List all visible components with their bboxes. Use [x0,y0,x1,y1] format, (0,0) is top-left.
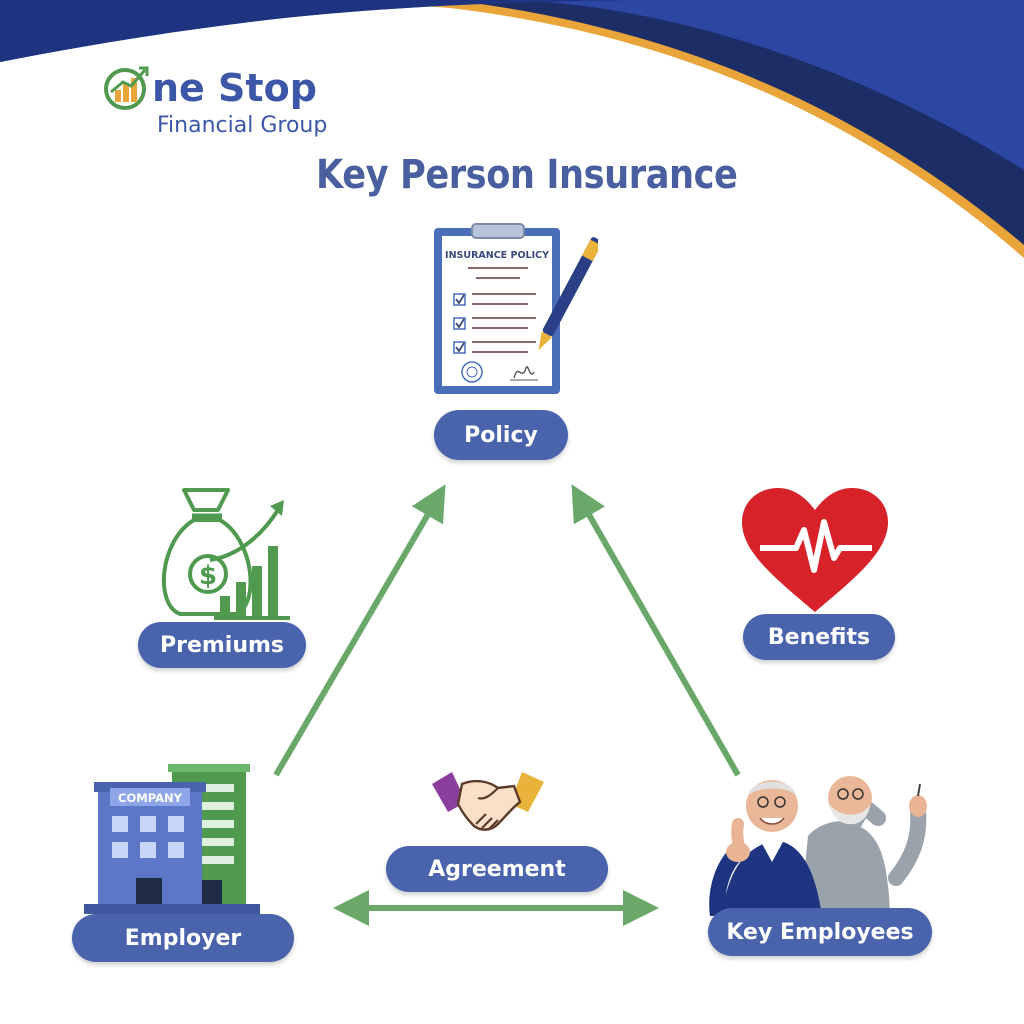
heart-pulse-icon [742,488,888,612]
key-employees-label: Key Employees [708,908,932,956]
policy-label: Policy [434,410,568,460]
company-building-icon: COMPANY [84,764,260,914]
employer-label: Employer [72,914,294,962]
policy-document-heading: INSURANCE POLICY [445,250,549,261]
header-wave [0,0,1024,258]
logo-sub-text: Financial Group [157,113,328,138]
company-sign: COMPANY [118,791,183,805]
handshake-icon [432,772,544,831]
arrow-employer-to-policy [273,484,446,777]
logo-main-text: ne Stop [152,66,317,110]
agreement-label: Agreement [386,846,608,892]
arrow-key-employees-to-policy [571,484,741,777]
money-bag-growth-icon: $ [161,488,290,620]
logo-chart-icon [104,66,149,110]
policy-clipboard-icon: INSURANCE POLICY [434,223,598,394]
svg-text:$: $ [199,561,217,591]
page-title: Key Person Insurance [316,152,738,198]
premiums-label: Premiums [138,622,306,668]
benefits-label: Benefits [743,614,895,660]
key-employees-illustration [709,776,927,916]
